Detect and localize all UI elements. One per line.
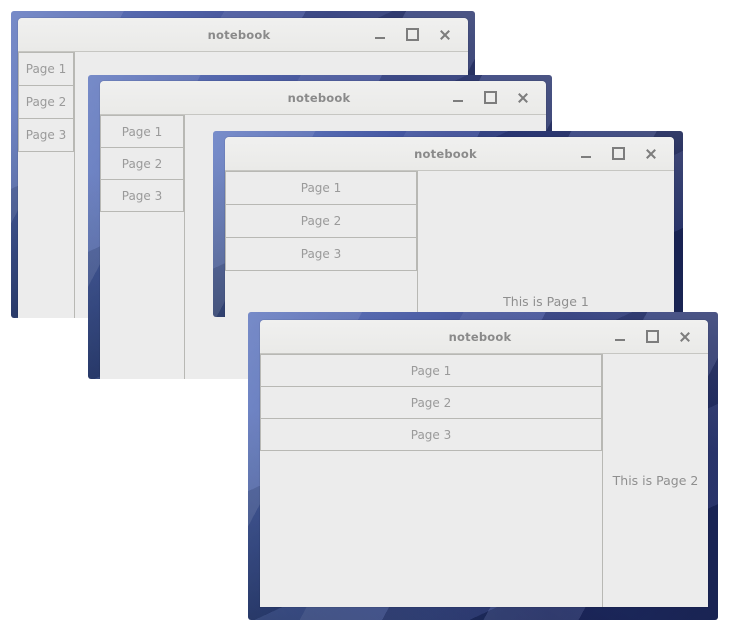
tab-label: Page 1 [410,363,452,378]
tab-list-2: Page 1 Page 2 Page 3 [100,115,184,379]
tab-label: Page 2 [25,95,67,109]
tab-page-3[interactable]: Page 3 [18,118,74,152]
tab-page-3[interactable]: Page 3 [100,179,184,212]
maximize-button-2[interactable] [474,85,506,111]
close-button-4[interactable] [668,324,700,350]
tab-page-2[interactable]: Page 2 [100,147,184,180]
tab-label: Page 1 [25,62,67,76]
minimize-icon [375,37,385,39]
titlebar-1[interactable]: notebook [18,18,468,52]
window-controls-4 [604,324,708,350]
tab-label: Page 1 [300,181,342,195]
minimize-icon [453,100,463,102]
close-button-1[interactable] [428,22,460,48]
tab-list-4: Page 1 Page 2 Page 3 [260,354,602,607]
window-frame-3: notebook Page 1 [213,131,683,317]
tab-page-1[interactable]: Page 1 [100,115,184,148]
minimize-icon [581,156,591,158]
tab-page-2[interactable]: Page 2 [18,85,74,119]
maximize-button-1[interactable] [396,22,428,48]
window-frame-4: notebook Page 1 [248,312,718,620]
panel-divider-1 [74,52,75,318]
tab-page-1[interactable]: Page 1 [260,354,602,387]
minimize-button-3[interactable] [570,141,602,167]
tab-page-1[interactable]: Page 1 [225,171,417,205]
window-title-2: notebook [287,90,351,105]
notebook-page-4: This is Page 2 [603,354,708,607]
tab-list-3: Page 1 Page 2 Page 3 [225,171,417,317]
notebook-window-4[interactable]: notebook Page 1 [260,320,708,607]
tab-label: Page 3 [25,128,67,142]
minimize-button-2[interactable] [442,85,474,111]
maximize-button-4[interactable] [636,324,668,350]
tab-label: Page 2 [121,156,163,171]
window-title-1: notebook [207,27,271,42]
window-title-3: notebook [414,146,477,161]
window-controls-2 [442,85,546,111]
minimize-button-4[interactable] [604,324,636,350]
close-icon [679,331,690,342]
window-controls-1 [364,22,468,48]
tab-page-2[interactable]: Page 2 [260,386,602,419]
tab-label: Page 3 [300,247,342,261]
window-title-4: notebook [448,329,512,344]
tab-label: Page 2 [300,214,342,228]
tab-label: Page 3 [121,188,163,203]
tab-filler [100,212,184,379]
tab-list-1: Page 1 Page 2 Page 3 [18,52,74,318]
tab-label: Page 3 [410,427,452,442]
tab-filler [225,271,417,317]
notebook-window-3[interactable]: notebook Page 1 [225,137,674,317]
maximize-button-3[interactable] [602,141,634,167]
tab-page-3[interactable]: Page 3 [260,418,602,451]
maximize-icon [645,330,659,343]
tab-page-3[interactable]: Page 3 [225,237,417,271]
tab-page-2[interactable]: Page 2 [225,204,417,238]
panel-divider-4 [602,354,603,607]
window-controls-3 [570,141,674,167]
panel-divider-3 [417,171,418,317]
notebook-page-3: This is Page 1 [418,171,674,317]
tab-filler [18,152,74,318]
close-button-3[interactable] [634,141,666,167]
notebook-body-4: Page 1 Page 2 Page 3 This is Page 2 [260,354,708,607]
minimize-button-1[interactable] [364,22,396,48]
tab-label: Page 2 [410,395,452,410]
page-text: This is Page 1 [503,294,589,309]
page-text: This is Page 2 [612,473,699,488]
tab-filler [260,451,602,607]
tab-label: Page 1 [121,124,163,139]
close-icon [645,148,656,159]
maximize-icon [405,28,419,41]
notebook-body-3: Page 1 Page 2 Page 3 This is Page 1 [225,171,674,317]
titlebar-2[interactable]: notebook [100,81,546,115]
titlebar-3[interactable]: notebook [225,137,674,171]
maximize-icon [611,147,625,160]
panel-divider-2 [184,115,185,379]
close-icon [517,92,528,103]
minimize-icon [615,339,625,341]
tab-page-1[interactable]: Page 1 [18,52,74,86]
close-button-2[interactable] [506,85,538,111]
titlebar-4[interactable]: notebook [260,320,708,354]
close-icon [439,29,450,40]
maximize-icon [483,91,497,104]
